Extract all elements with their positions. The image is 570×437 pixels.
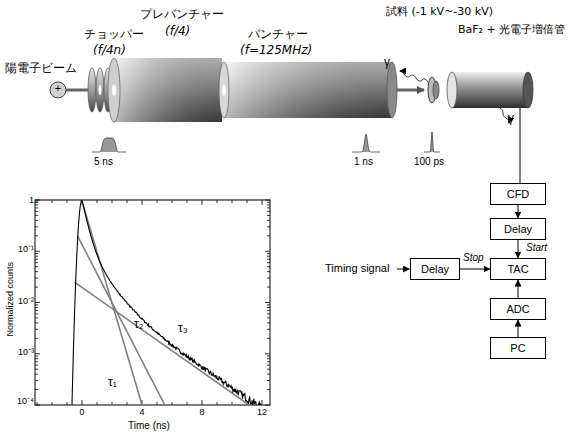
label: 10⁻³	[4, 347, 34, 357]
label: τ₂	[134, 318, 143, 332]
label: チョッパー	[84, 28, 144, 42]
pulse-shape	[92, 132, 440, 152]
box-label: ADC	[506, 303, 529, 315]
detector	[447, 72, 533, 183]
label: 12	[252, 407, 272, 417]
process-box: TAC	[490, 258, 546, 280]
label: Time (ns)	[128, 420, 170, 432]
label: +	[52, 82, 64, 95]
label: BaF₂ + 光電子増倍管	[458, 24, 565, 37]
connector	[518, 240, 519, 258]
label: 陽電子ビーム	[5, 62, 77, 76]
label: (f=125MHz)	[240, 44, 312, 58]
edge-label: Start	[526, 242, 547, 254]
label: (f/4n)	[93, 44, 126, 58]
fit-line	[78, 236, 167, 405]
prebuncher	[108, 58, 222, 122]
label: 4	[132, 407, 152, 417]
timing-signal-arrow	[397, 269, 409, 270]
label: γ	[384, 56, 390, 70]
chart-frame	[35, 200, 270, 405]
process-box: PC	[490, 337, 546, 359]
box-label: Delay	[421, 263, 449, 275]
label: 1	[4, 195, 34, 205]
box-label: PC	[510, 342, 525, 354]
connector	[460, 269, 490, 270]
label: 5 ns	[94, 156, 113, 168]
edge-label: Stop	[463, 252, 484, 264]
buncher	[219, 62, 397, 118]
label: τ₃	[178, 322, 188, 336]
sample	[428, 77, 439, 103]
process-box: Delay	[490, 218, 546, 240]
label: Timing signal	[325, 262, 389, 275]
label: 10⁻⁴	[4, 396, 34, 406]
connector	[518, 320, 519, 337]
label: Normalized counts	[5, 249, 15, 349]
box-label: Delay	[504, 223, 532, 235]
label: プレバンチャー	[140, 8, 224, 22]
decay-curve	[36, 196, 272, 437]
label: バンチャー	[248, 28, 308, 42]
gamma-ray	[400, 71, 509, 123]
label: 1 ns	[354, 156, 373, 168]
connector	[518, 280, 519, 298]
box-label: CFD	[507, 188, 530, 200]
process-box: ADC	[490, 298, 546, 320]
label: 10⁻¹	[4, 244, 34, 254]
process-box: CFD	[490, 183, 546, 205]
connector	[518, 205, 519, 218]
label: 0	[72, 407, 92, 417]
fit-line	[75, 282, 271, 405]
label: (f/4)	[165, 25, 190, 39]
label: γ	[508, 112, 514, 126]
label: 100 ps	[414, 156, 444, 168]
label: 10⁻²	[4, 296, 34, 306]
label: τ₁	[108, 376, 117, 390]
box-label: TAC	[507, 263, 528, 275]
decay-curve-line	[36, 200, 271, 405]
label: 8	[192, 407, 212, 417]
label: 試料 (-1 kV~-30 kV)	[386, 6, 493, 19]
process-box: Delay	[410, 258, 460, 280]
